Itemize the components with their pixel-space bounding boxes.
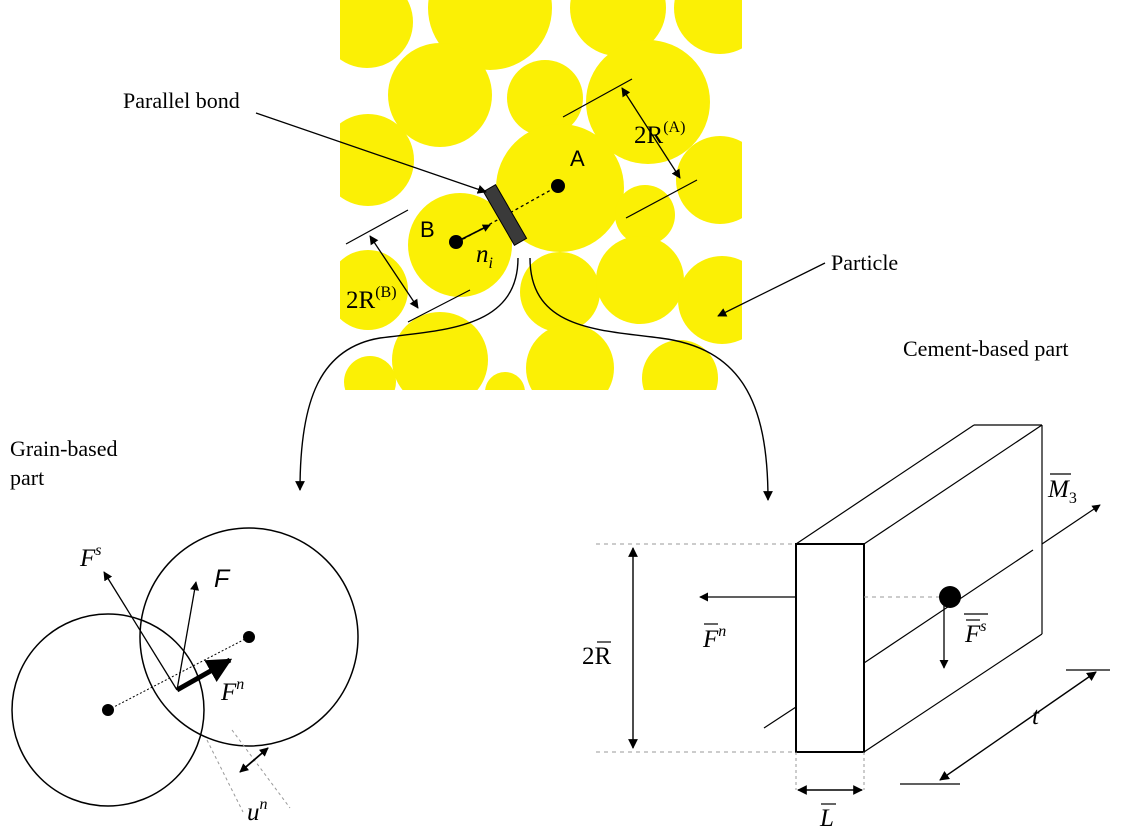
parallel-bond-label: Parallel bond <box>123 88 240 113</box>
cement-part-label: Cement-based part <box>903 336 1069 361</box>
box-front-face <box>795 543 865 753</box>
particle-pointer <box>717 262 826 317</box>
point-b-label: B <box>420 217 435 242</box>
grain-circle-b <box>11 613 205 807</box>
moment-axis-arrow <box>1041 504 1101 545</box>
bond-shear-force-label: Fs <box>964 618 987 648</box>
grain-based-part: Grain-based part Fs F Fn un <box>10 436 359 826</box>
grain-part-label-line1: Grain-based <box>10 436 118 461</box>
swoop-arrow-right <box>529 257 773 501</box>
grain-center-connector <box>107 636 250 711</box>
dimension-arrow-a <box>621 87 681 179</box>
dimension-arrow-b <box>369 235 419 309</box>
normal-vector-label: ni <box>476 241 493 272</box>
length-label: L <box>819 805 834 832</box>
bond-center <box>939 586 961 608</box>
radius-a-label: 2R(A) <box>634 119 685 149</box>
grain-center-b <box>102 704 114 716</box>
box-edge-top-left <box>795 424 975 545</box>
shear-force-arrow <box>103 571 178 691</box>
particle-label: Particle <box>831 250 898 275</box>
parallel-bond-pointer <box>255 112 487 194</box>
radius-b-label: 2R(B) <box>346 284 397 314</box>
center-a <box>551 179 565 193</box>
normal-vector-arrow <box>459 224 491 241</box>
particle-circles <box>340 0 742 390</box>
particle-assembly <box>340 0 742 390</box>
resultant-force-arrow <box>176 581 200 691</box>
box-edge-bottom-right <box>863 633 1043 753</box>
height-label: 2R <box>582 643 612 670</box>
shear-force-label: Fs <box>79 542 102 572</box>
dimension-line-b-top <box>345 209 409 245</box>
thickness-dimension-arrow <box>939 671 1097 781</box>
parallel-bond-block <box>482 183 528 247</box>
bond-normal-force-label: Fn <box>702 623 726 653</box>
cement-based-part: Cement-based part 2R Fn Fs M3 <box>582 336 1110 832</box>
moment-axis-out <box>763 706 797 729</box>
swoop-arrow-left <box>295 257 519 491</box>
moment-label: M3 <box>1047 476 1077 507</box>
dimension-line-a-top <box>562 78 633 118</box>
grain-center-a <box>243 631 255 643</box>
gap-line-1 <box>206 739 244 813</box>
normal-displacement-arrow <box>239 747 269 773</box>
thickness-label: t <box>1032 703 1040 730</box>
normal-force-label: Fn <box>220 676 244 706</box>
dimension-line-b-bottom <box>407 289 471 323</box>
grain-part-label-line2: part <box>10 465 44 490</box>
normal-displacement-label: un <box>247 796 268 826</box>
grain-circle-a <box>139 527 359 747</box>
center-b <box>449 235 463 249</box>
dimension-line-a-bottom <box>625 179 698 219</box>
box-edge-top-right <box>863 424 1043 545</box>
normal-force-arrow <box>175 657 233 693</box>
resultant-force-label: F <box>214 565 231 593</box>
point-a-label: A <box>570 146 585 171</box>
